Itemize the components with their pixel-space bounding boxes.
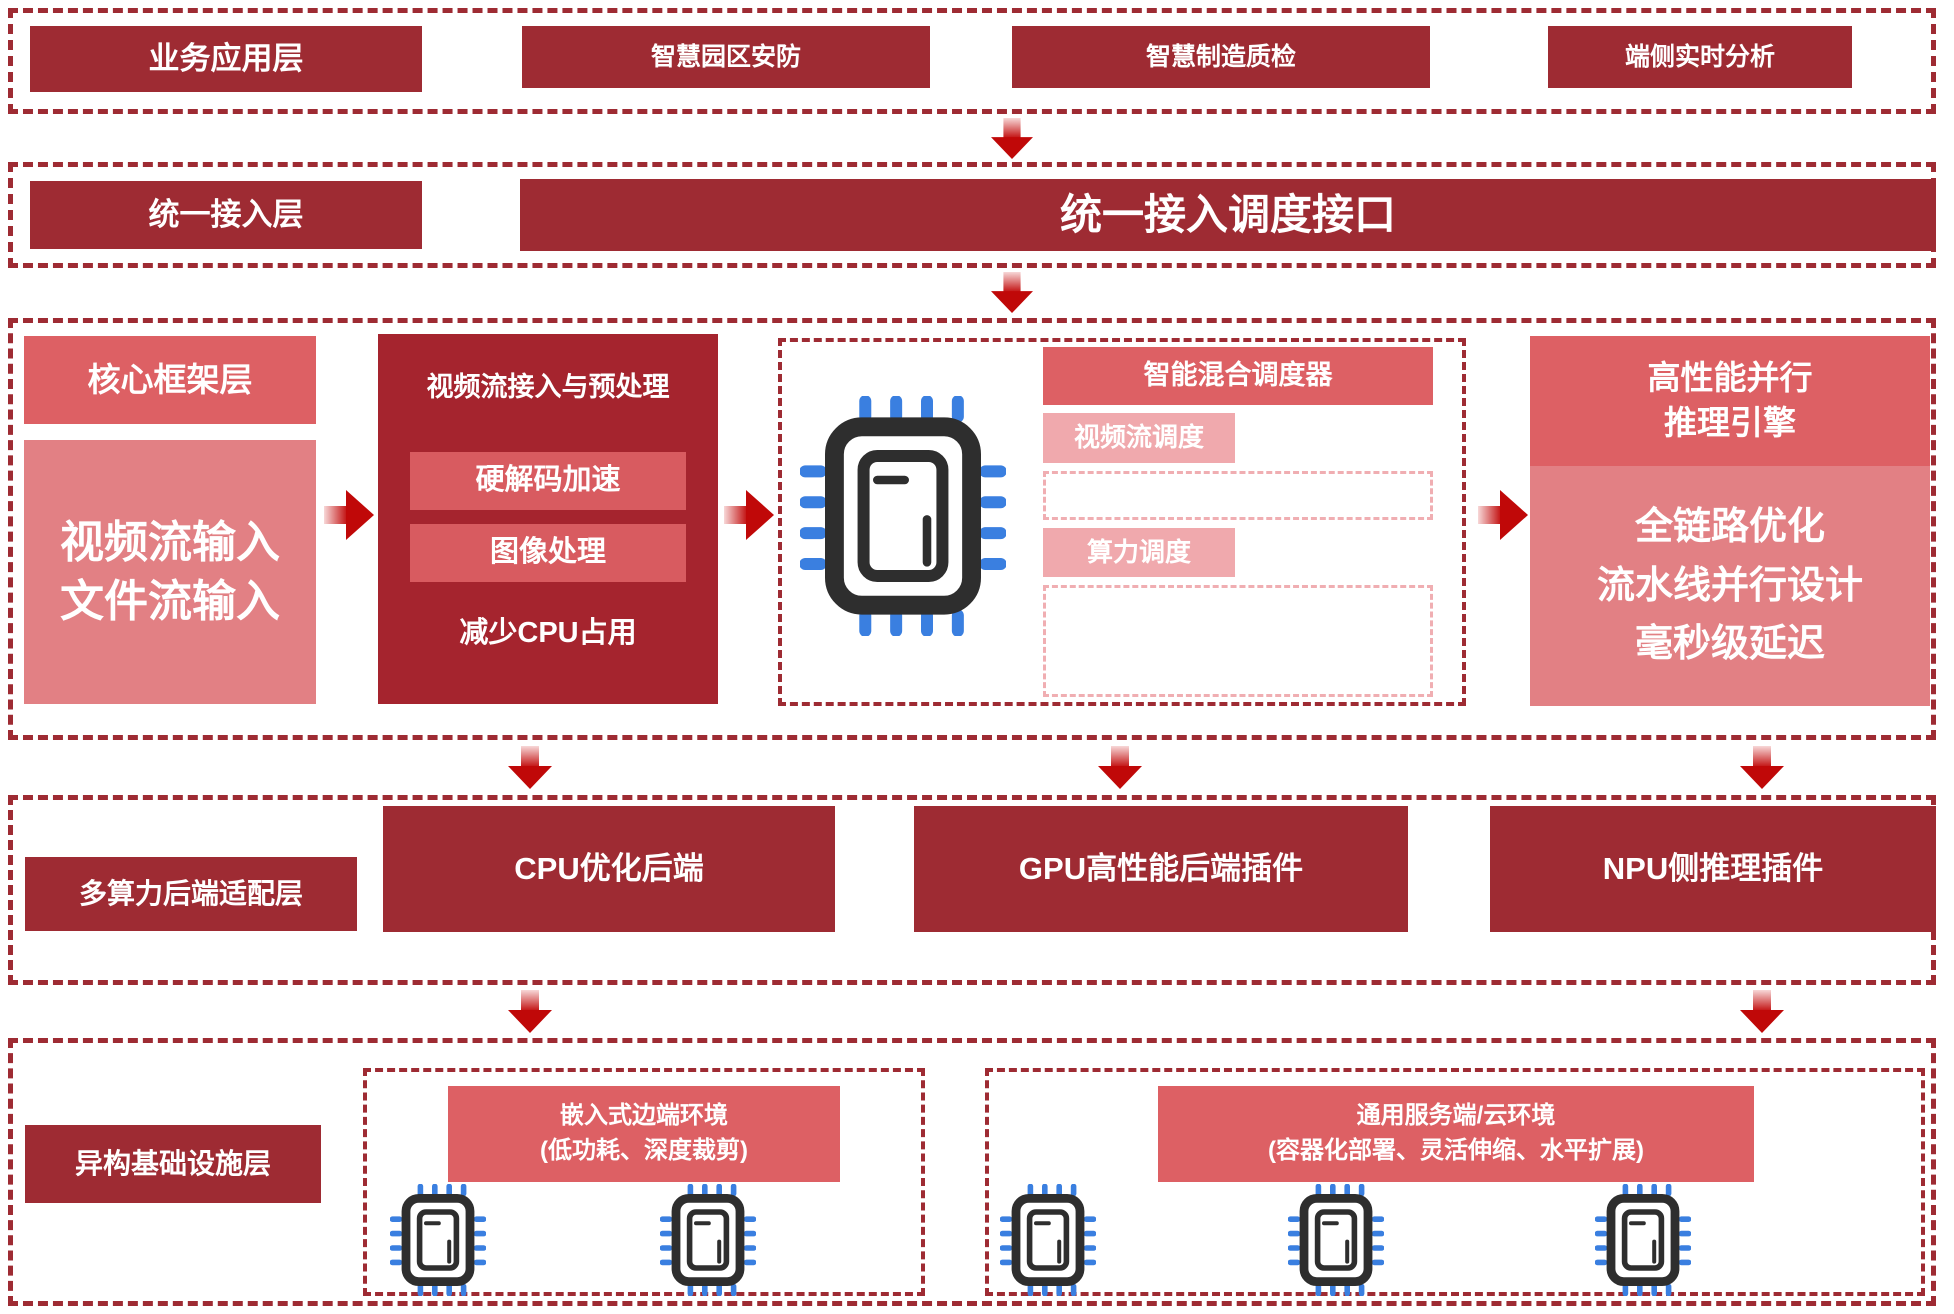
business-layer-section: 业务应用层 智慧园区安防 智慧制造质检 端侧实时分析 — [8, 8, 1936, 114]
business-layer-label: 业务应用层 — [30, 26, 422, 92]
hw-decode-accel-box: 硬解码加速 — [410, 452, 686, 510]
right-arrow-icon — [1478, 482, 1530, 548]
down-arrow-icon — [506, 746, 554, 790]
engine-title-line-1: 高性能并行 — [1647, 359, 1813, 397]
right-arrow-icon — [724, 482, 776, 548]
scheduler-empty-slot-1 — [1043, 471, 1433, 520]
chip-icon — [800, 396, 1006, 636]
chip-icon — [1288, 1184, 1384, 1296]
down-arrow-icon — [988, 272, 1036, 314]
cpu-backend-box: CPU优化后端 — [383, 806, 835, 932]
cloud-environment-title: 通用服务端/云环境 (容器化部署、灵活伸缩、水平扩展) — [1158, 1086, 1754, 1182]
preprocess-box: 视频流接入与预处理 硬解码加速 图像处理 减少CPU占用 — [378, 334, 718, 704]
app-smart-manufacturing-qc: 智慧制造质检 — [1012, 26, 1430, 88]
video-stream-scheduling-box: 视频流调度 — [1043, 413, 1235, 463]
backend-layer-label: 多算力后端适配层 — [25, 857, 357, 931]
down-arrow-icon — [1738, 746, 1786, 790]
down-arrow-icon — [1738, 990, 1786, 1034]
edge-title-line-2: (低功耗、深度裁剪) — [540, 1137, 748, 1164]
edge-environment-title: 嵌入式边端环境 (低功耗、深度裁剪) — [448, 1086, 840, 1182]
compute-scheduling-box: 算力调度 — [1043, 528, 1235, 577]
engine-title: 高性能并行 推理引擎 — [1530, 336, 1930, 466]
scheduler-empty-slot-2 — [1043, 585, 1433, 697]
engine-feature-3: 毫秒级延迟 — [1634, 623, 1825, 666]
down-arrow-icon — [988, 118, 1036, 160]
core-layer-label: 核心框架层 — [24, 336, 316, 424]
stream-input-box: 视频流输入 文件流输入 — [24, 440, 316, 704]
app-edge-realtime-analysis: 端侧实时分析 — [1548, 26, 1852, 88]
chip-icon — [1595, 1184, 1691, 1296]
preprocess-title: 视频流接入与预处理 — [426, 372, 670, 403]
right-arrow-icon — [324, 482, 376, 548]
edge-environment-container: 嵌入式边端环境 (低功耗、深度裁剪) — [363, 1068, 925, 1296]
chip-icon — [390, 1184, 486, 1296]
image-processing-box: 图像处理 — [410, 524, 686, 582]
engine-body: 全链路优化 流水线并行设计 毫秒级延迟 — [1530, 466, 1930, 706]
scheduler-container: 智能混合调度器 视频流调度 算力调度 — [778, 338, 1466, 706]
cloud-environment-container: 通用服务端/云环境 (容器化部署、灵活伸缩、水平扩展) — [985, 1068, 1925, 1296]
engine-feature-2: 流水线并行设计 — [1596, 564, 1863, 607]
cloud-title-line-2: (容器化部署、灵活伸缩、水平扩展) — [1268, 1137, 1644, 1164]
video-stream-input-line: 视频流输入 — [60, 517, 280, 567]
infra-layer-label: 异构基础设施层 — [25, 1125, 321, 1203]
infra-layer-section: 异构基础设施层 嵌入式边端环境 (低功耗、深度裁剪) 通用服务端/云环境 (容器… — [8, 1038, 1936, 1306]
reduce-cpu-note: 减少CPU占用 — [459, 617, 637, 650]
chip-icon — [1000, 1184, 1096, 1296]
inference-engine-box: 高性能并行 推理引擎 全链路优化 流水线并行设计 毫秒级延迟 — [1530, 336, 1930, 706]
backend-layer-section: 多算力后端适配层 CPU优化后端 GPU高性能后端插件 NPU侧推理插件 — [8, 795, 1936, 985]
down-arrow-icon — [506, 990, 554, 1034]
access-layer-section: 统一接入层 统一接入调度接口 — [8, 162, 1936, 268]
core-layer-section: 核心框架层 视频流输入 文件流输入 视频流接入与预处理 硬解码加速 图像处理 减… — [8, 318, 1936, 740]
unified-access-interface: 统一接入调度接口 — [520, 179, 1936, 251]
cloud-title-line-1: 通用服务端/云环境 — [1356, 1102, 1556, 1130]
down-arrow-icon — [1096, 746, 1144, 790]
app-smart-campus-security: 智慧园区安防 — [522, 26, 930, 88]
gpu-backend-box: GPU高性能后端插件 — [914, 806, 1408, 932]
edge-title-line-1: 嵌入式边端环境 — [560, 1102, 728, 1130]
access-layer-label: 统一接入层 — [30, 181, 422, 249]
npu-backend-box: NPU侧推理插件 — [1490, 806, 1936, 932]
chip-icon — [660, 1184, 756, 1296]
engine-title-line-2: 推理引擎 — [1664, 404, 1796, 441]
engine-feature-1: 全链路优化 — [1634, 505, 1825, 548]
scheduler-title: 智能混合调度器 — [1043, 347, 1433, 405]
file-stream-input-line: 文件流输入 — [60, 577, 280, 626]
